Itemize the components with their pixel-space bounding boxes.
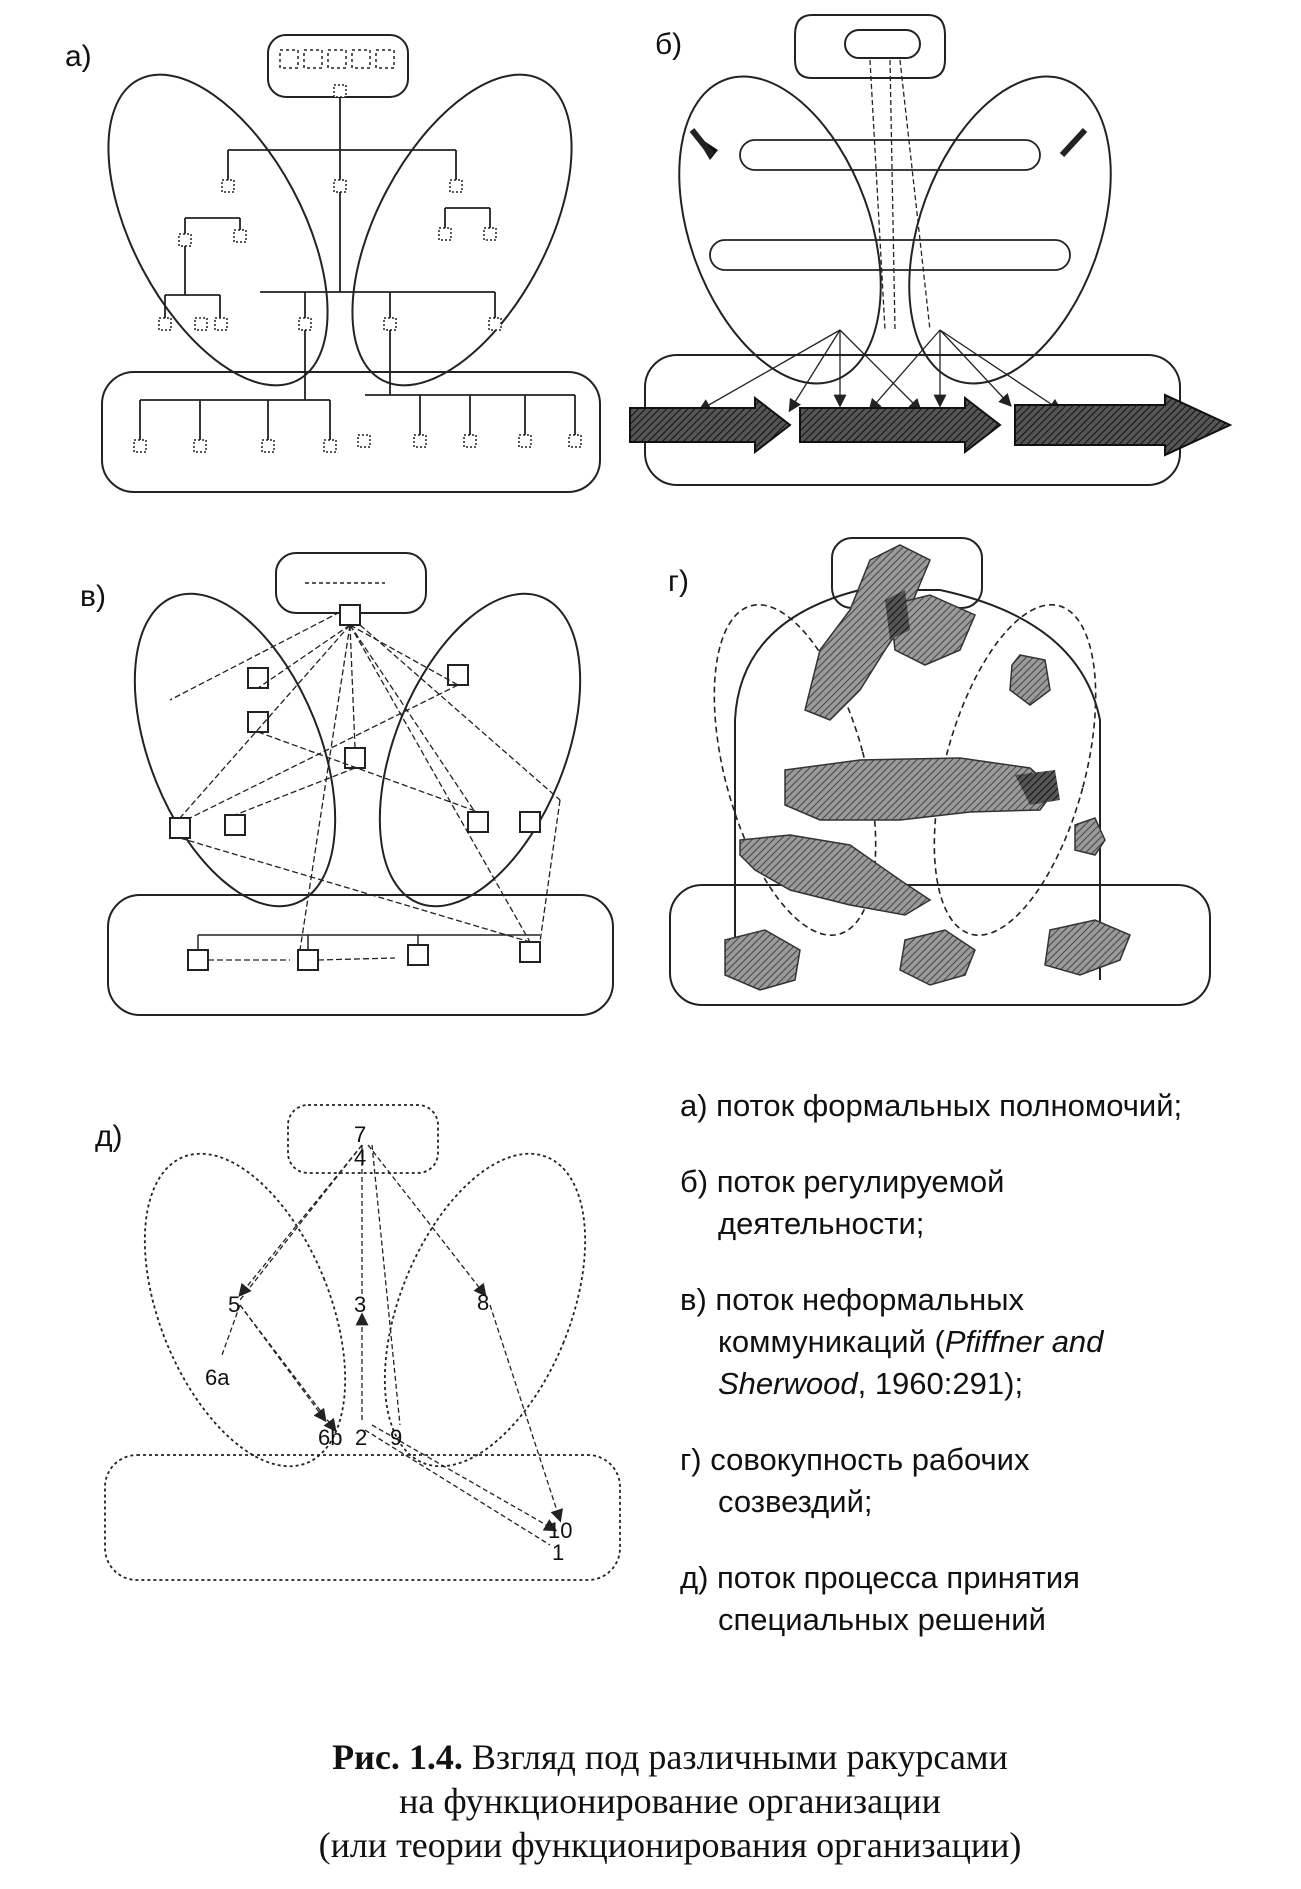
legend-item-d: д) поток процесса принятия специальных р…: [680, 1560, 1080, 1637]
node-6b: 6b: [318, 1425, 342, 1450]
outer-outline: [734, 589, 1101, 980]
right-lobe: [383, 1152, 587, 1468]
node-4: 4: [354, 1145, 366, 1170]
panel-b-diagram: [629, 14, 1233, 486]
node-8: 8: [477, 1290, 489, 1315]
legend-item-b: б) поток регулируемой деятельности;: [680, 1164, 1005, 1241]
node-2: 2: [355, 1425, 367, 1450]
panel-g-diagram: [669, 537, 1211, 1006]
operating-core: [107, 894, 614, 1016]
panel-a-label: а): [65, 40, 92, 73]
legend-item-a: а) поток формальных полномочий;: [680, 1088, 1183, 1123]
panel-v-label: в): [80, 580, 106, 613]
node-1: 1: [552, 1540, 564, 1565]
legend-item-g: г) совокупность рабочих созвездий;: [680, 1442, 1030, 1519]
panel-d-label: д): [95, 1120, 123, 1153]
operating-core: [669, 884, 1211, 1006]
node-7: 7: [354, 1122, 366, 1147]
left-lobe: [133, 592, 337, 908]
panel-a-diagram: [101, 34, 601, 493]
left-lobe: [107, 73, 329, 387]
operating-core: [104, 1454, 621, 1581]
panel-v-diagram: [107, 552, 614, 1016]
right-lobe: [351, 73, 573, 387]
legend-item-v: в) поток неформальных коммуникаций (Pfif…: [680, 1282, 1104, 1401]
node-3: 3: [354, 1292, 366, 1317]
panel-d-nodes: 7 4 5 3 8 6a 6b 2 9 10 1: [205, 1122, 572, 1565]
node-5: 5: [228, 1292, 240, 1317]
figure-number: Рис. 1.4.: [332, 1737, 463, 1777]
work-constellations: [724, 544, 1131, 991]
right-lobe: [378, 592, 582, 908]
node-10: 10: [548, 1518, 572, 1543]
apex-box: [794, 14, 946, 79]
right-lobe: [908, 75, 1112, 385]
legend: а) поток формальных полномочий; б) поток…: [680, 1085, 1280, 1675]
figure-caption: Рис. 1.4. Взгляд под различными ракурсам…: [318, 1737, 1022, 1865]
left-lobe: [143, 1152, 347, 1468]
left-lobe: [678, 75, 882, 385]
panel-g-label: г): [668, 565, 689, 598]
node-6a: 6a: [205, 1365, 230, 1390]
apex-box: [287, 1104, 439, 1174]
operating-core: [101, 371, 601, 493]
panel-b-label: б): [655, 28, 683, 61]
panel-d-diagram: [104, 1104, 621, 1581]
node-9: 9: [390, 1425, 402, 1450]
